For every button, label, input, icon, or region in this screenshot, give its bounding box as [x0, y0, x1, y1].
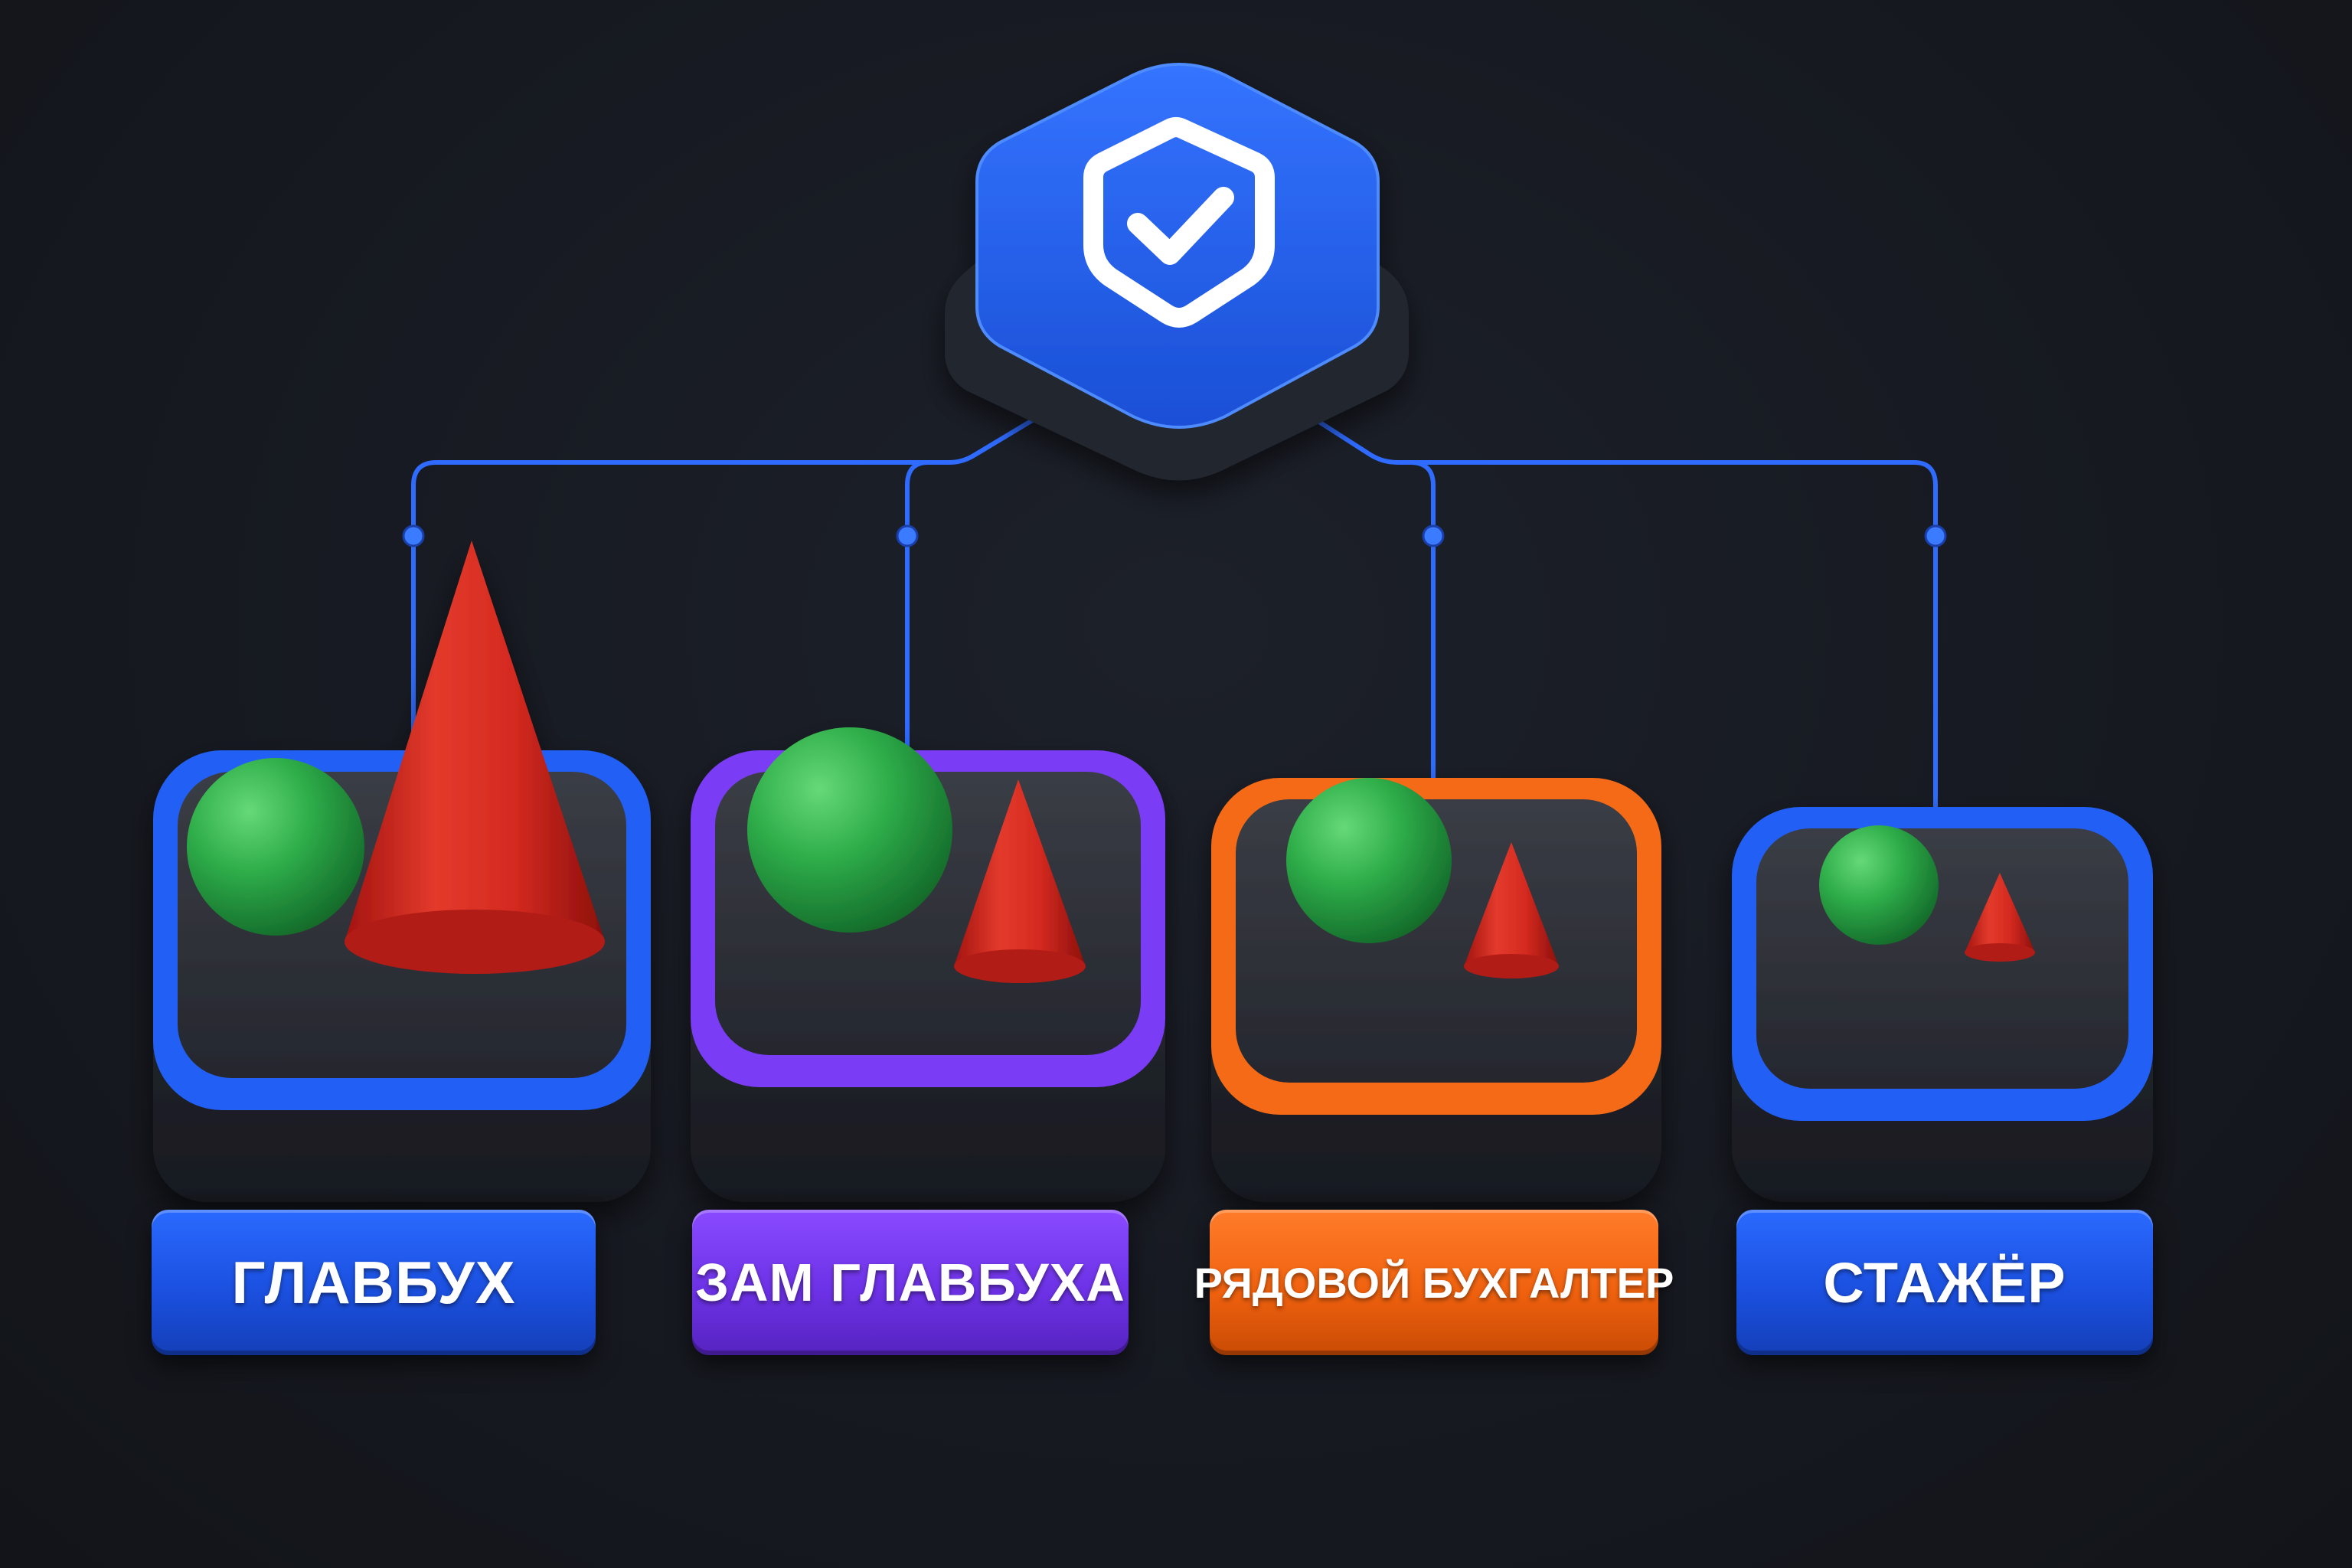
cone-large-base: [345, 910, 605, 974]
root-node[interactable]: [945, 63, 1409, 481]
connector-dot-3: [1422, 524, 1445, 547]
role-label-deputy[interactable]: ЗАМ ГЛАВБУХА: [692, 1210, 1129, 1355]
role-node-3[interactable]: [1211, 778, 1661, 1202]
role-node-1[interactable]: [153, 541, 651, 1202]
role-node-4-top: [1756, 828, 2128, 1089]
cone-large: [345, 541, 605, 942]
shield-check-icon: [1083, 117, 1275, 328]
role-label-glavbukh[interactable]: ГЛАВБУХ: [152, 1210, 596, 1355]
cone-tiny: [1965, 873, 2035, 952]
sphere-small: [1819, 825, 1939, 945]
role-label-intern[interactable]: СТАЖЁР: [1736, 1210, 2153, 1355]
connector-dot-1: [402, 524, 425, 547]
connector-branch-2: [905, 460, 952, 783]
connector-trunk-right: [1299, 365, 1938, 829]
cone-tiny-base: [1965, 943, 2035, 962]
connector-dot-4: [1924, 524, 1947, 547]
sphere-medium: [1286, 778, 1452, 943]
role-label-accountant[interactable]: РЯДОВОЙ БУХГАЛТЕР: [1194, 1210, 1674, 1355]
role-label-text: ГЛАВБУХ: [231, 1248, 516, 1316]
connector-dot-2: [896, 524, 919, 547]
role-node-4[interactable]: [1732, 807, 2153, 1202]
role-label-text: РЯДОВОЙ БУХГАЛТЕР: [1194, 1258, 1674, 1307]
sphere-large: [747, 727, 952, 933]
cone-small-base: [1464, 954, 1559, 978]
role-node-2[interactable]: [691, 727, 1165, 1202]
cone-medium-base: [954, 949, 1086, 983]
sphere-large: [187, 758, 364, 936]
cone-medium: [954, 779, 1086, 966]
cone-small: [1464, 842, 1559, 966]
connector-dots: [402, 524, 1947, 547]
connector-branch-3: [1396, 460, 1436, 806]
role-label-text: ЗАМ ГЛАВБУХА: [695, 1253, 1125, 1312]
role-label-text: СТАЖЁР: [1823, 1250, 2066, 1315]
